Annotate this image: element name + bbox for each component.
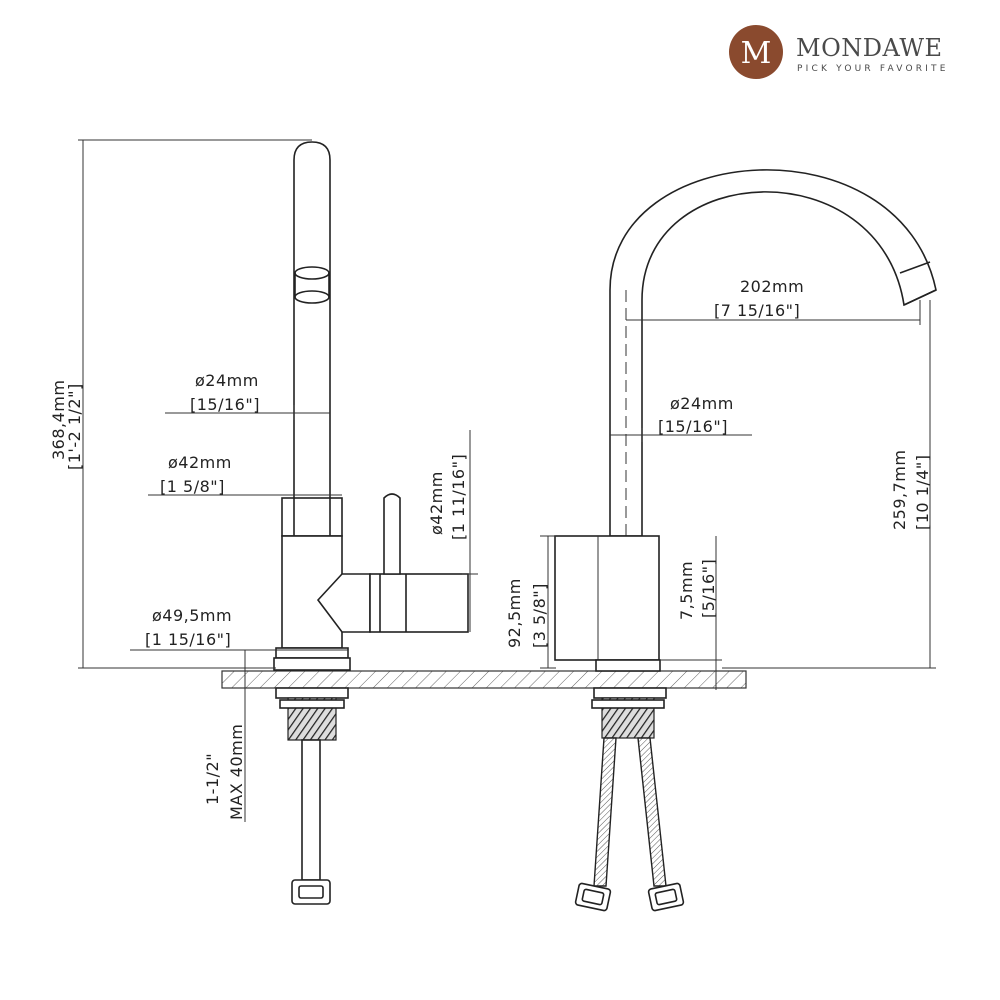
spout-height-in-label: [10 1/4"] <box>913 454 932 530</box>
deck-thickness-mm-label: MAX 40mm <box>227 724 246 820</box>
height-mm-label: 368,4mm <box>49 380 68 460</box>
reach-in-label: [7 15/16"] <box>714 301 800 320</box>
brand-name: MONDAWE <box>796 34 943 62</box>
front-view-faucet <box>554 169 937 912</box>
dimension-lines <box>78 139 936 822</box>
side-spout-dia-mm-label: ø24mm <box>195 371 259 390</box>
brand-logo: M MONDAWE PICK YOUR FAVORITE <box>729 25 949 79</box>
front-spout-dia-mm-label: ø24mm <box>670 394 734 413</box>
brand-tagline: PICK YOUR FAVORITE <box>797 64 949 74</box>
body-height-mm-label: 92,5mm <box>505 578 524 648</box>
base-height-mm-label: 7,5mm <box>677 561 696 620</box>
countertop <box>221 670 747 689</box>
logo-letter: M <box>741 36 772 71</box>
side-view-faucet <box>273 141 469 905</box>
handle-dia-mm-label: ø42mm <box>427 471 446 535</box>
neck-dia-mm-label: ø42mm <box>168 453 232 472</box>
body-height-in-label: [3 5/8"] <box>530 583 549 648</box>
neck-dia-in-label: [1 5/8"] <box>160 477 225 496</box>
height-in-label: [1'-2 1/2"] <box>65 383 84 470</box>
base-dia-in-label: [1 15/16"] <box>145 630 231 649</box>
side-spout-dia-in-label: [15/16"] <box>190 395 260 414</box>
deck-thickness-in-label: 1-1/2" <box>203 753 222 805</box>
base-height-in-label: [5/16"] <box>699 559 718 618</box>
logo-circle-icon <box>729 25 783 79</box>
reach-mm-label: 202mm <box>740 277 804 296</box>
dimension-labels: 368,4mm [1'-2 1/2"] ø24mm [15/16"] ø42mm… <box>49 277 932 820</box>
front-spout-dia-in-label: [15/16"] <box>658 417 728 436</box>
handle-dia-in-label: [1 11/16"] <box>449 454 468 540</box>
base-dia-mm-label: ø49,5mm <box>152 606 232 625</box>
spout-height-mm-label: 259,7mm <box>890 450 909 530</box>
